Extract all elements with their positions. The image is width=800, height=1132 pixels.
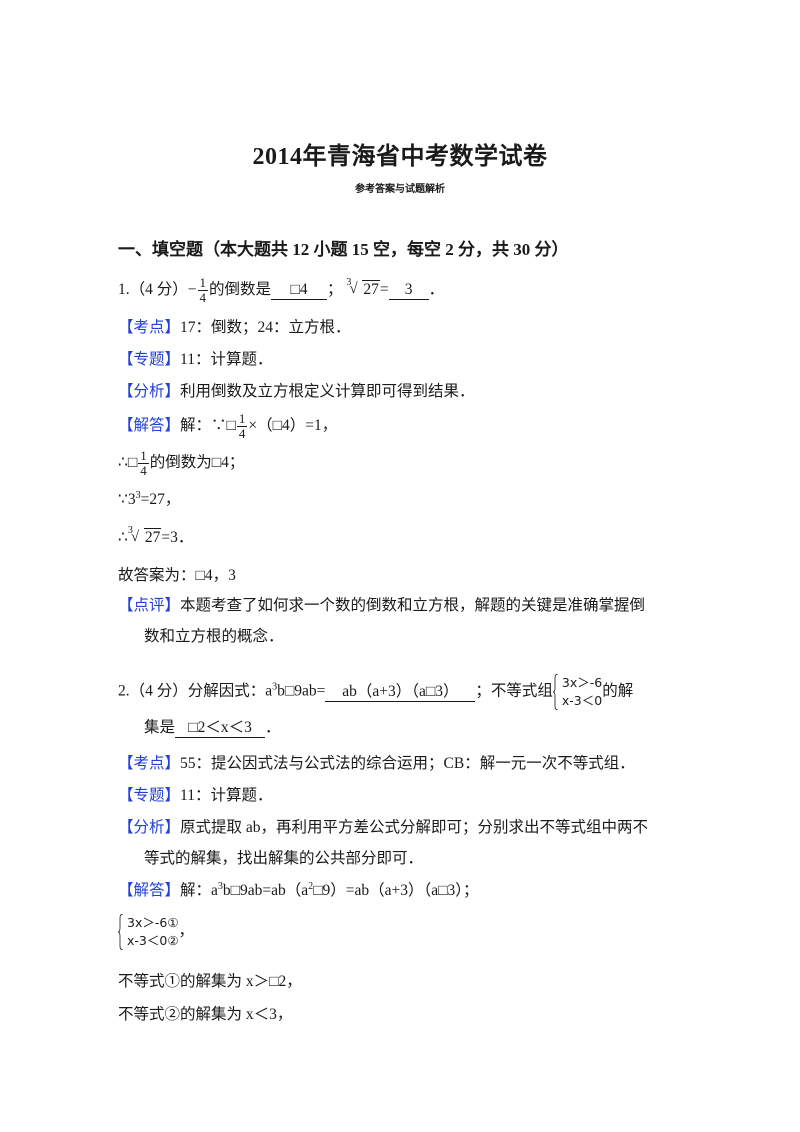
q1-answer-line: 故答案为：□4，3 xyxy=(118,567,236,584)
zhuanti-text: 11：计算题． xyxy=(180,351,273,368)
section-heading: 一、填空题（本大题共 12 小题 15 空，每空 2 分，共 30 分） xyxy=(118,240,569,259)
solution-text: ∵3 xyxy=(118,491,136,508)
page-title: 2014年青海省中考数学试卷 xyxy=(252,144,548,170)
root-index: 3 xyxy=(346,277,352,289)
system-row-1: 3x＞-6 xyxy=(561,675,603,690)
equals-sign: = xyxy=(379,281,389,299)
q1-answer-blank-2: 3 xyxy=(388,281,429,301)
dianping-tag: 【点评】 xyxy=(118,597,181,614)
system-end: ， xyxy=(178,922,195,940)
q1-separator: ； xyxy=(327,281,343,299)
q1-dianping: 【点评】本题考查了如何求一个数的倒数和立方根，解题的关键是准确掌握倒 xyxy=(118,596,645,616)
radical-icon: √ xyxy=(130,529,140,545)
q1-zhuanti: 【专题】11：计算题． xyxy=(118,350,272,370)
left-brace-icon xyxy=(552,674,558,710)
dianping-text: 本题考查了如何求一个数的倒数和立方根，解题的关键是准确掌握倒 xyxy=(180,597,646,614)
q2-fenxi: 【分析】原式提取 ab，再利用平方差公式分解即可；分别求出不等式组中两不 xyxy=(118,818,648,838)
q1-neg-sign: − xyxy=(187,281,197,299)
jieda-text: 解：a xyxy=(180,882,218,899)
fraction-numerator: 1 xyxy=(197,275,209,291)
q2-system-line: 3x＞-6① x-3＜0②， xyxy=(118,914,194,950)
kaodian-tag: 【考点】 xyxy=(118,319,181,336)
jieda-text: b□9ab=ab（a xyxy=(222,882,309,899)
q2-answer-blank-1: ab（a+3）（a□3） xyxy=(325,683,476,702)
kaodian-tag: 【考点】 xyxy=(118,755,181,772)
q2-end: ． xyxy=(265,719,281,736)
radical-icon: √ xyxy=(349,281,358,298)
kaodian-text: 55：提公因式法与公式法的综合运用；CB：解一元一次不等式组． xyxy=(180,755,635,772)
fraction-numerator: 1 xyxy=(236,411,248,427)
q2-continuation: 集是□2＜x＜3． xyxy=(144,718,281,738)
fenxi-text: 利用倒数及立方根定义计算即可得到结果． xyxy=(180,383,475,400)
exponent: 3 xyxy=(272,681,278,693)
q1-fenxi: 【分析】利用倒数及立方根定义计算即可得到结果． xyxy=(118,382,475,402)
q2-answer-blank-2: □2＜x＜3 xyxy=(175,719,266,738)
cube-root: 3√27 xyxy=(128,525,162,548)
q2-text: ；不等式组 xyxy=(475,682,553,700)
zhuanti-tag: 【专题】 xyxy=(118,787,181,804)
jieda-tag: 【解答】 xyxy=(118,882,181,899)
jieda-text-post: ×（□4）=1， xyxy=(248,417,338,435)
q1-answer-blank-1: □4 xyxy=(271,281,328,301)
cube-root: 3√27 xyxy=(346,277,380,300)
jieda-text: □9）=ab（a+3）（a□3）； xyxy=(313,882,479,899)
zhuanti-tag: 【专题】 xyxy=(118,351,181,368)
q1-prefix: 1.（4 分） xyxy=(118,281,188,299)
q2-fenxi-cont: 等式的解集，找出解集的公共部分即可． xyxy=(144,850,424,867)
fraction-denominator: 4 xyxy=(238,426,246,441)
system-row-2: x-3＜0② xyxy=(127,933,179,948)
exponent: 3 xyxy=(217,880,223,892)
page-subtitle: 参考答案与试题解析 xyxy=(355,184,445,195)
q2-text-after: 的解 xyxy=(602,682,634,700)
solution-text-post: 的倒数为□4； xyxy=(149,454,245,472)
jieda-text-pre: 解：∵□ xyxy=(180,417,236,435)
fraction-numerator: 1 xyxy=(138,448,149,464)
fraction-denominator: 4 xyxy=(140,463,147,478)
exponent: 2 xyxy=(308,880,314,892)
exponent: 3 xyxy=(135,489,141,501)
inequality-system: 3x＞-6 x-3＜0 xyxy=(552,674,603,710)
solution-text: =3． xyxy=(161,529,194,546)
q2-expression: b□9ab= xyxy=(277,682,326,700)
q1-solution-line-3: ∵33=27， xyxy=(118,490,180,510)
q1-solution-line-4: ∴3√27=3． xyxy=(118,525,194,548)
kaodian-text: 17：倒数；24：立方根． xyxy=(180,319,351,336)
q1-kaodian: 【考点】17：倒数；24：立方根． xyxy=(118,318,351,338)
q1-end: ． xyxy=(428,281,445,299)
solution-text-pre: ∴□ xyxy=(118,454,138,472)
system-row-2: x-3＜0 xyxy=(561,693,603,708)
q2-inequality-1: 不等式①的解集为 x＞□2， xyxy=(118,973,302,990)
fenxi-tag: 【分析】 xyxy=(118,383,181,400)
q2-inequality-2: 不等式②的解集为 x＜3， xyxy=(118,1006,293,1023)
root-index: 3 xyxy=(127,525,133,536)
jieda-tag: 【解答】 xyxy=(118,417,181,435)
fraction-denominator: 4 xyxy=(199,290,207,305)
q2-zhuanti: 【专题】11：计算题． xyxy=(118,786,272,806)
fenxi-text: 原式提取 ab，再利用平方差公式分解即可；分别求出不等式组中两不 xyxy=(180,819,649,836)
q2-jieda: 【解答】解：a3b□9ab=ab（a2□9）=ab（a+3）（a□3）； xyxy=(118,881,479,901)
q1-dianping-cont: 数和立方根的概念． xyxy=(144,628,284,645)
system-row-1: 3x＞-6① xyxy=(127,915,179,930)
q2-prefix: 2.（4 分）分解因式：a xyxy=(118,682,273,700)
zhuanti-text: 11：计算题． xyxy=(180,787,273,804)
radicand: 27 xyxy=(143,528,162,546)
radicand: 27 xyxy=(362,280,380,299)
q1-text: 的倒数是 xyxy=(209,281,272,299)
q2-kaodian: 【考点】55：提公因式法与公式法的综合运用；CB：解一元一次不等式组． xyxy=(118,754,635,774)
therefore-symbol: ∴ xyxy=(118,529,128,546)
q2-text: 集是 xyxy=(144,719,176,736)
left-brace-icon xyxy=(118,914,124,950)
solution-text: =27， xyxy=(140,491,181,508)
inequality-system-labeled: 3x＞-6① x-3＜0② xyxy=(118,914,179,950)
fenxi-tag: 【分析】 xyxy=(118,819,181,836)
